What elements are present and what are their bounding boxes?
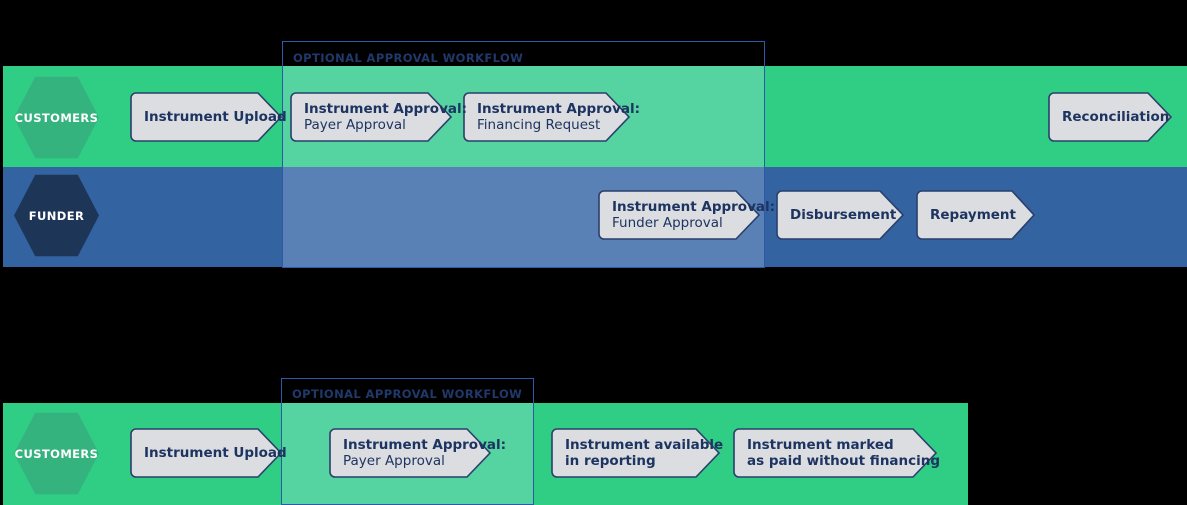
chevron-shape: [1048, 92, 1172, 142]
step-text: Instrument available in reporting: [565, 428, 723, 478]
chevron-shape: [290, 92, 452, 142]
step-chevron[interactable]: Instrument Approval: Funder Approval: [598, 190, 775, 240]
step-chevron[interactable]: Reconciliation: [1048, 92, 1172, 142]
step-text: Instrument Approval: Payer Approval: [304, 92, 467, 142]
step-line1: Instrument available: [565, 436, 724, 453]
chevron-shape: [916, 190, 1035, 240]
step-line1: Reconciliation: [1062, 108, 1170, 125]
step-line2: as paid without financing: [747, 453, 941, 469]
step-text: Disbursement: [790, 190, 896, 240]
step-text: Instrument Upload: [144, 428, 287, 478]
chevron-shape: [130, 92, 282, 142]
step-chevron[interactable]: Repayment: [916, 190, 1035, 240]
chevron-shape: [733, 428, 937, 478]
step-chevron[interactable]: Instrument Approval: Payer Approval: [290, 92, 467, 142]
lane-label-funder: FUNDER: [28, 208, 85, 223]
lane-hexagon-customers: CUSTOMERS: [14, 75, 99, 160]
step-text: Instrument marked as paid without financ…: [747, 428, 940, 478]
chevron-shape: [551, 428, 720, 478]
lane-label-customers: CUSTOMERS: [14, 446, 99, 461]
step-line2: Payer Approval: [343, 453, 445, 469]
optional-approval-workflow-label: OPTIONAL APPROVAL WORKFLOW: [292, 387, 523, 401]
step-line2: in reporting: [565, 453, 656, 469]
chevron-shape: [463, 92, 630, 142]
step-line2: Funder Approval: [612, 215, 723, 231]
step-line1: Instrument Approval:: [612, 198, 776, 215]
step-chevron[interactable]: Instrument Approval: Payer Approval: [329, 428, 506, 478]
step-line1: Instrument marked: [747, 436, 894, 453]
chevron-shape: [598, 190, 760, 240]
step-chevron[interactable]: Instrument Upload: [130, 92, 287, 142]
step-line1: Instrument Upload: [144, 444, 287, 461]
step-text: Repayment: [930, 190, 1016, 240]
step-line1: Instrument Approval:: [343, 436, 507, 453]
step-line2: Payer Approval: [304, 117, 406, 133]
step-text: Reconciliation: [1062, 92, 1169, 142]
financing-workflow-diagram: OPTIONAL APPROVAL WORKFLOW CUSTOMERS FUN…: [3, 41, 1187, 268]
step-chevron[interactable]: Instrument Approval: Financing Request: [463, 92, 640, 142]
lane-hexagon-customers: CUSTOMERS: [14, 411, 99, 496]
step-chevron[interactable]: Instrument marked as paid without financ…: [733, 428, 940, 478]
step-line1: Instrument Approval:: [477, 100, 641, 117]
step-line1: Disbursement: [790, 206, 897, 223]
step-chevron[interactable]: Instrument available in reporting: [551, 428, 723, 478]
lane-hexagon-funder: FUNDER: [14, 173, 99, 258]
step-text: Instrument Upload: [144, 92, 287, 142]
step-line1: Repayment: [930, 206, 1016, 223]
step-text: Instrument Approval: Funder Approval: [612, 190, 775, 240]
chevron-shape: [130, 428, 282, 478]
step-line2: Financing Request: [477, 117, 601, 133]
step-chevron[interactable]: Instrument Upload: [130, 428, 287, 478]
optional-approval-workflow-label: OPTIONAL APPROVAL WORKFLOW: [293, 51, 524, 65]
chevron-shape: [776, 190, 904, 240]
step-line1: Instrument Approval:: [304, 100, 468, 117]
lane-label-customers: CUSTOMERS: [14, 110, 99, 125]
step-chevron[interactable]: Disbursement: [776, 190, 904, 240]
step-text: Instrument Approval: Financing Request: [477, 92, 640, 142]
step-text: Instrument Approval: Payer Approval: [343, 428, 506, 478]
step-line1: Instrument Upload: [144, 108, 287, 125]
optional-approval-workflow-box: [282, 41, 765, 268]
chevron-shape: [329, 428, 491, 478]
no-financing-workflow-diagram: OPTIONAL APPROVAL WORKFLOW CUSTOMERS Ins…: [0, 375, 1187, 505]
